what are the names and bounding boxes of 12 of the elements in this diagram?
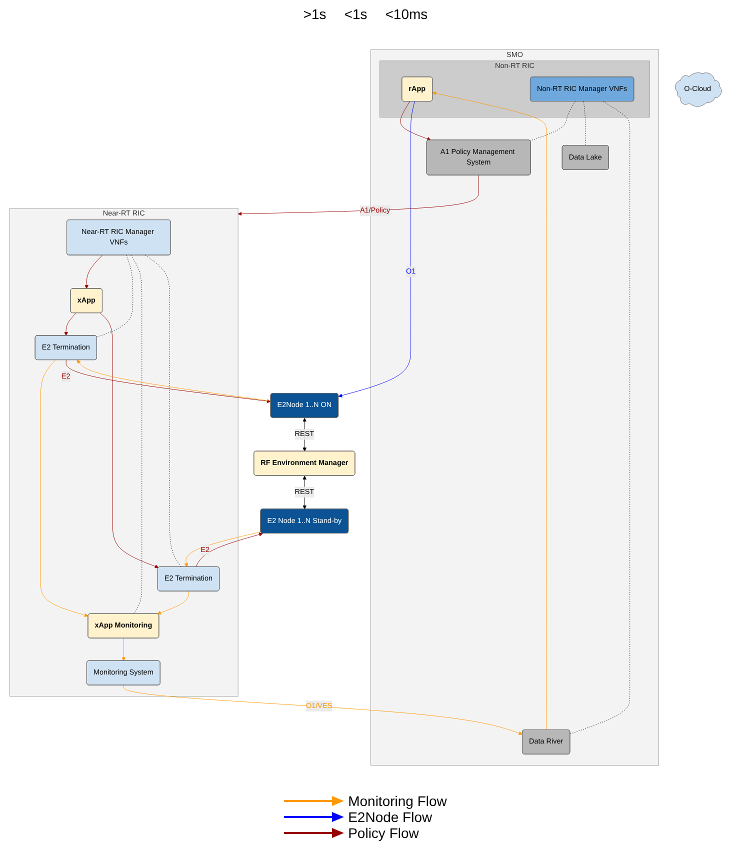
connector <box>130 255 142 614</box>
connector <box>584 101 586 146</box>
timescale-label: >1s <box>303 6 326 22</box>
connector <box>530 101 576 141</box>
timescale-label: <10ms <box>385 6 428 22</box>
connector <box>144 255 182 568</box>
legend-text: Policy Flow <box>348 825 419 841</box>
timescale-label: <1s <box>344 6 368 22</box>
legend-text: E2Node Flow <box>348 809 432 825</box>
connector <box>96 255 134 338</box>
legend-text: Monitoring Flow <box>348 793 447 809</box>
connector <box>570 101 630 734</box>
